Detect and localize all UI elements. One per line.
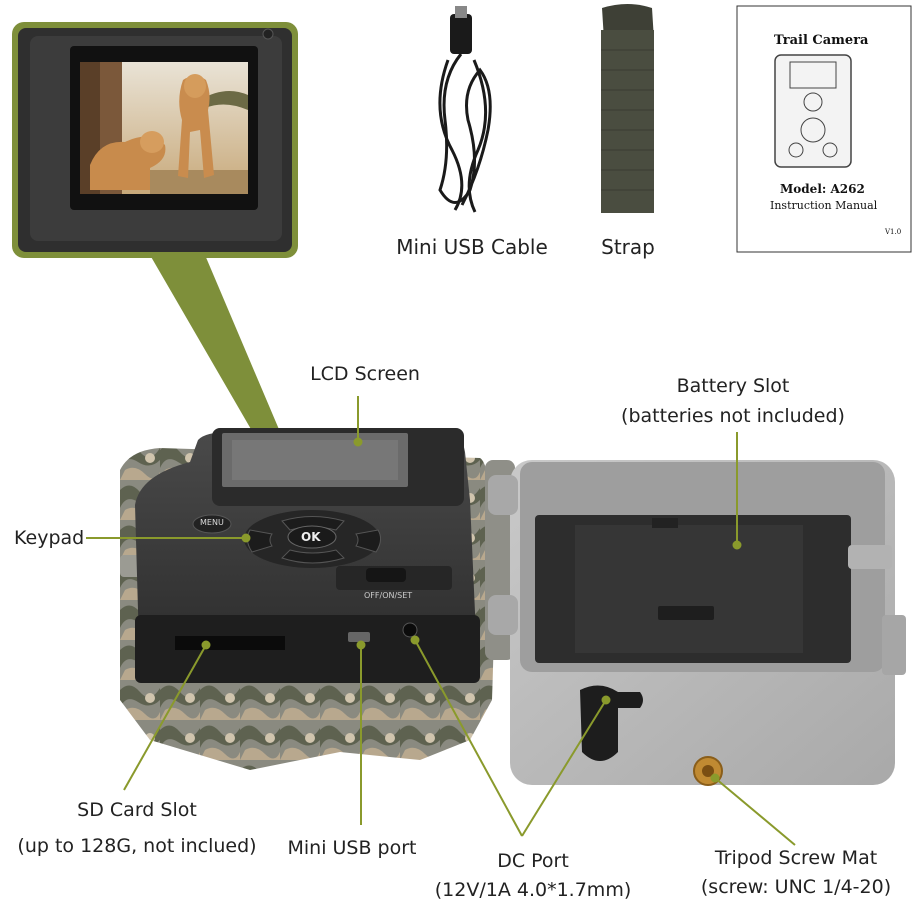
- lcd-zoom-inset: [12, 22, 298, 258]
- sd-card-slot-callout: SD Card Slot: [77, 799, 197, 821]
- manual-subtitle: Instruction Manual: [770, 199, 878, 212]
- battery-compartment: [488, 460, 906, 786]
- camera-body: [135, 428, 480, 683]
- manual-model: Model: A262: [780, 182, 865, 196]
- menu-key-label: MENU: [200, 518, 224, 527]
- dc-port-callout: DC Port: [497, 850, 569, 872]
- sd-card-slot-note: (up to 128G, not inclued): [17, 835, 257, 857]
- strap-image: [601, 4, 654, 213]
- zoom-pointer: [150, 255, 292, 462]
- mini-usb-cable-label: Mini USB Cable: [396, 235, 548, 259]
- mini-usb-port-callout: Mini USB port: [287, 837, 417, 859]
- manual-title: Trail Camera: [774, 33, 869, 48]
- power-switch-label: OFF/ON/SET: [364, 591, 413, 600]
- battery-slot-callout: Battery Slot: [676, 375, 790, 397]
- battery-slot-note: (batteries not included): [621, 405, 845, 427]
- dc-port-note: (12V/1A 4.0*1.7mm): [434, 879, 632, 901]
- manual-version: V1.0: [885, 228, 902, 236]
- instruction-manual-image: [736, 5, 912, 253]
- callout-lines: [86, 396, 796, 846]
- tripod-screw-mat-callout: Tripod Screw Mat: [714, 847, 878, 869]
- ok-key-label: OK: [301, 530, 321, 544]
- lcd-screen-callout: LCD Screen: [310, 363, 420, 385]
- strap-label: Strap: [601, 235, 655, 259]
- keypad-callout: Keypad: [14, 527, 85, 549]
- usb-cable-image: [438, 6, 492, 213]
- tripod-screw-note: (screw: UNC 1/4-20): [700, 876, 892, 898]
